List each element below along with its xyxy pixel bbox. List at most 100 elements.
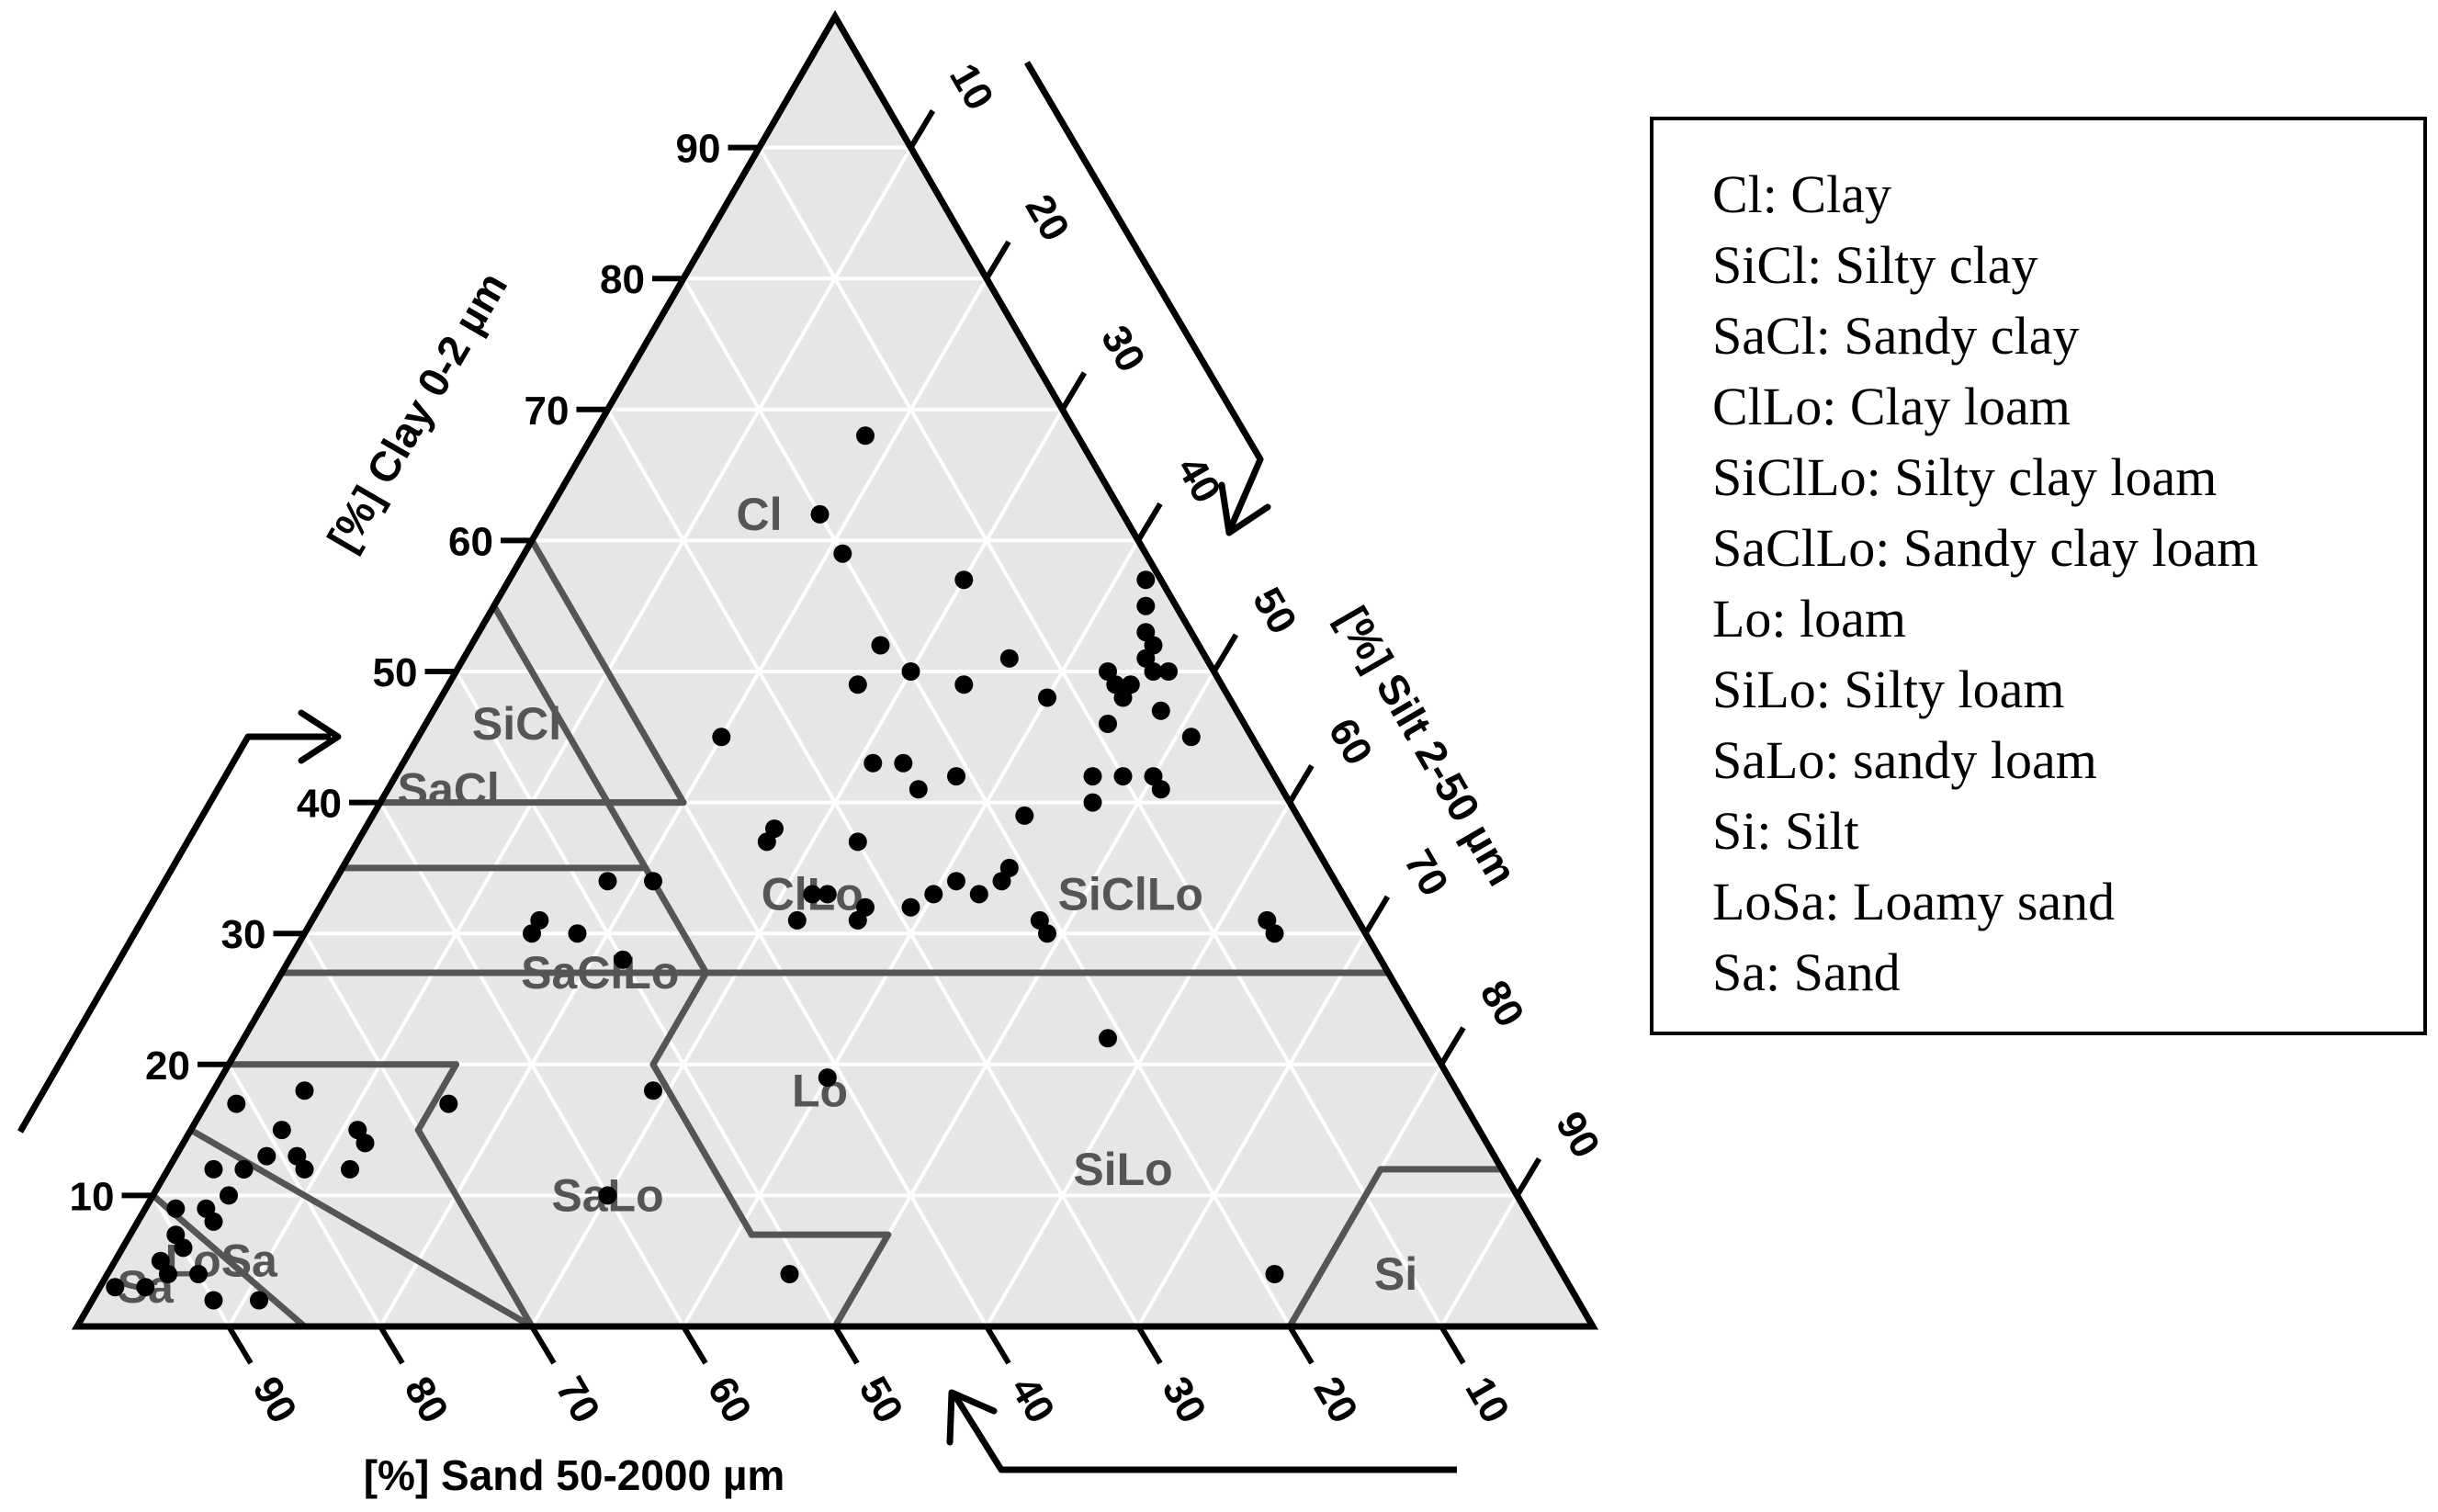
sample-point-13 bbox=[947, 767, 965, 786]
sample-point-75 bbox=[204, 1212, 223, 1231]
sample-point-25 bbox=[1136, 570, 1156, 590]
sample-point-26 bbox=[1151, 701, 1170, 720]
region-label-sacl: SaCl bbox=[398, 763, 500, 815]
sample-point-67 bbox=[234, 1159, 254, 1179]
sample-point-11 bbox=[894, 753, 913, 773]
silt-tick-label-90: 90 bbox=[1547, 1104, 1608, 1166]
sand-tick-40 bbox=[984, 1325, 1011, 1365]
sand-tick-60 bbox=[681, 1325, 708, 1365]
class-boundary-15 bbox=[414, 1126, 536, 1330]
sample-point-5 bbox=[999, 649, 1019, 668]
sand-tick-70 bbox=[529, 1325, 557, 1365]
silt-arrow-head bbox=[1218, 481, 1271, 536]
class-boundary-3 bbox=[649, 1061, 755, 1238]
class-boundary-0 bbox=[491, 603, 649, 872]
sample-point-60 bbox=[295, 1081, 314, 1100]
class-boundary-2 bbox=[649, 969, 710, 1068]
region-label-silo: SiLo bbox=[1073, 1144, 1172, 1195]
sand-axis-title: [%] Sand 50-2000 µm bbox=[364, 1451, 785, 1499]
legend-item: ClLo: Clay loam bbox=[1712, 377, 2071, 436]
sample-point-27 bbox=[1099, 715, 1117, 733]
clay-tick-label-50: 50 bbox=[373, 650, 418, 695]
sand-tick-90 bbox=[226, 1325, 254, 1365]
sample-point-71 bbox=[341, 1159, 359, 1179]
sand-tick-80 bbox=[378, 1325, 405, 1365]
grid-line-silt-90 bbox=[1439, 1194, 1519, 1328]
sample-point-34 bbox=[1015, 806, 1034, 825]
sample-point-79 bbox=[189, 1265, 208, 1283]
clay-tick-label-60: 60 bbox=[448, 519, 493, 564]
sample-point-19 bbox=[1159, 662, 1178, 681]
sample-point-54 bbox=[614, 950, 632, 969]
sample-point-40 bbox=[992, 872, 1011, 891]
sample-point-80 bbox=[159, 1265, 177, 1283]
class-boundary-17 bbox=[1286, 1166, 1384, 1330]
sand-tick-label-70: 70 bbox=[547, 1370, 609, 1431]
sample-point-50 bbox=[644, 872, 662, 891]
silt-arrow bbox=[1023, 61, 1264, 529]
sample-point-29 bbox=[1113, 767, 1133, 786]
sample-point-70 bbox=[348, 1121, 367, 1140]
sample-point-63 bbox=[257, 1146, 277, 1166]
sample-point-18 bbox=[1113, 688, 1133, 707]
silt-tick-70 bbox=[1362, 895, 1391, 935]
sample-point-9 bbox=[712, 728, 731, 747]
class-boundary-14 bbox=[414, 1061, 459, 1134]
clay-tick-label-70: 70 bbox=[525, 389, 570, 434]
sample-point-47 bbox=[924, 885, 943, 904]
sample-points bbox=[106, 426, 1284, 1310]
sample-point-14 bbox=[1038, 688, 1056, 707]
sand-tick-label-20: 20 bbox=[1305, 1370, 1367, 1431]
grid-line-sand-30 bbox=[605, 408, 1140, 1328]
grid-line-sand-10 bbox=[757, 146, 1443, 1328]
sample-point-51 bbox=[568, 924, 587, 943]
sample-point-32 bbox=[1151, 780, 1170, 799]
legend-item: SaLo: sandy loam bbox=[1712, 730, 2097, 790]
silt-tick-label-60: 60 bbox=[1320, 711, 1382, 773]
class-boundary-7 bbox=[528, 536, 687, 807]
sample-point-23 bbox=[1136, 623, 1156, 642]
sample-point-49 bbox=[598, 872, 617, 891]
sand-tick-10 bbox=[1439, 1325, 1466, 1365]
sand-tick-label-40: 40 bbox=[1002, 1370, 1064, 1431]
silt-tick-label-40: 40 bbox=[1168, 449, 1230, 511]
sample-point-46 bbox=[1038, 924, 1056, 943]
legend-item: SaCl: Sandy clay bbox=[1712, 306, 2080, 366]
sample-point-81 bbox=[106, 1278, 125, 1297]
grid-line-sand-60 bbox=[378, 801, 685, 1328]
region-label-si: Si bbox=[1374, 1248, 1417, 1300]
grid-line-silt-60 bbox=[985, 801, 1292, 1328]
sample-point-41 bbox=[901, 897, 920, 917]
legend-item: LoSa: Loamy sand bbox=[1712, 872, 2116, 931]
sand-tick-label-50: 50 bbox=[851, 1370, 912, 1431]
legend-item: SiClLo: Silty clay loam bbox=[1712, 447, 2218, 507]
clay-tick-label-10: 10 bbox=[70, 1174, 115, 1219]
silt-tick-30 bbox=[1059, 371, 1088, 412]
region-label-cl: Cl bbox=[737, 489, 783, 540]
sample-point-3 bbox=[954, 570, 974, 590]
sand-tick-label-90: 90 bbox=[244, 1370, 306, 1431]
sample-point-68 bbox=[295, 1159, 314, 1179]
sample-point-84 bbox=[250, 1291, 268, 1310]
sample-point-59 bbox=[439, 1094, 458, 1113]
sand-arrow bbox=[953, 1394, 1457, 1473]
sample-point-36 bbox=[757, 832, 776, 852]
clay-axis-title: [%] Clay 0-2 µm bbox=[318, 264, 516, 559]
legend-item: SaClLo: Sandy clay loam bbox=[1712, 518, 2259, 578]
silt-tick-50 bbox=[1211, 633, 1239, 673]
class-boundary-5 bbox=[831, 1231, 892, 1330]
legend-item: Cl: Clay bbox=[1712, 164, 1891, 224]
sample-point-8 bbox=[901, 662, 920, 681]
silt-tick-80 bbox=[1439, 1026, 1466, 1066]
sand-tick-label-60: 60 bbox=[699, 1370, 761, 1431]
sample-point-86 bbox=[780, 1265, 799, 1283]
sand-tick-label-10: 10 bbox=[1457, 1370, 1518, 1431]
sand-arrow-head bbox=[946, 1389, 998, 1446]
sample-point-72 bbox=[220, 1186, 238, 1205]
sand-tick-50 bbox=[832, 1325, 860, 1365]
silt-tick-60 bbox=[1287, 764, 1315, 805]
clay-tick-label-80: 80 bbox=[600, 257, 645, 302]
grid-line-silt-70 bbox=[1136, 932, 1368, 1328]
sample-point-6 bbox=[848, 675, 867, 694]
sample-point-7 bbox=[954, 675, 974, 694]
